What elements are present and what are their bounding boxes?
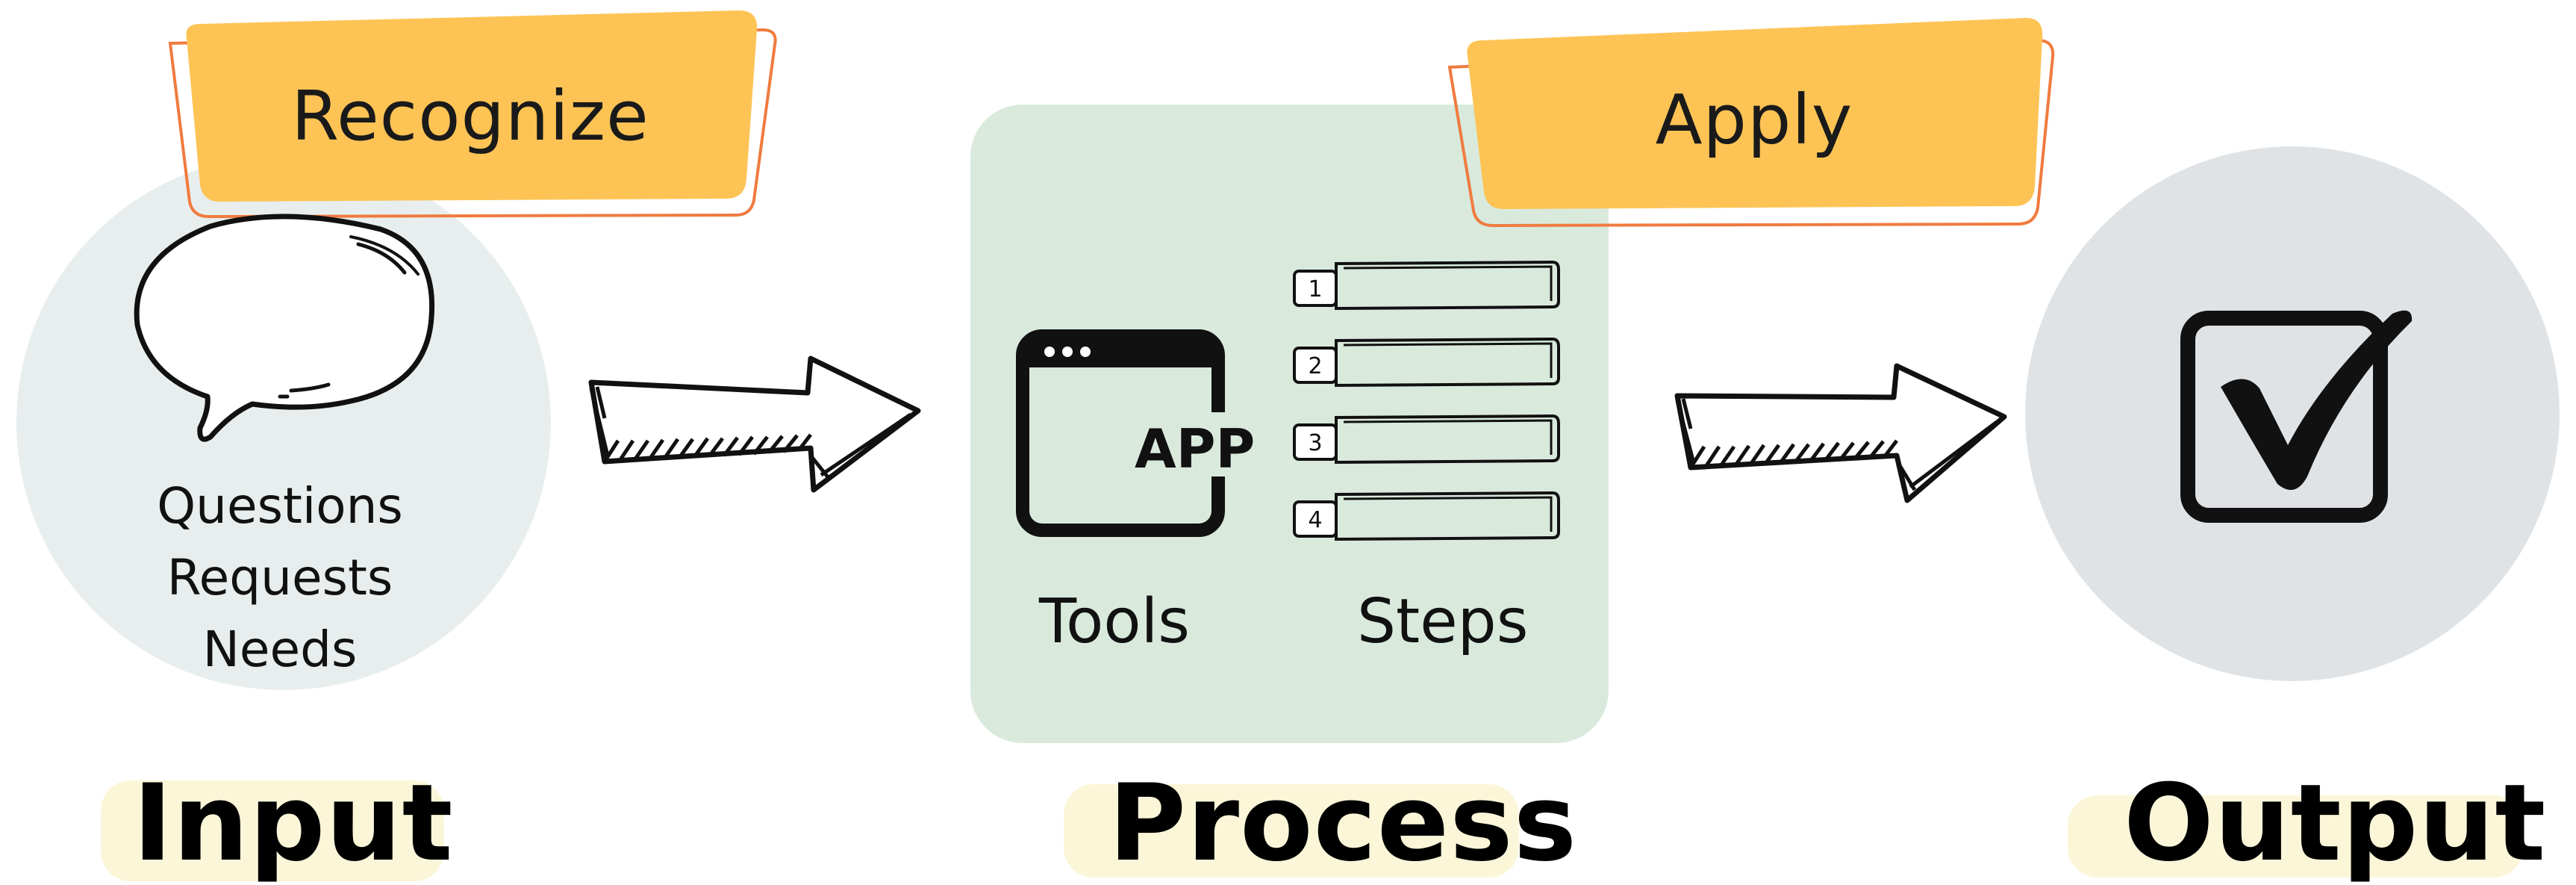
step-number-1: 1 xyxy=(1308,276,1322,302)
checkbox-checked-icon xyxy=(2180,310,2413,523)
process-label-highlight xyxy=(1064,784,1519,878)
input-item-needs: Needs xyxy=(202,621,358,678)
step-number-4: 4 xyxy=(1308,507,1322,533)
arrow-right-icon xyxy=(1674,363,2007,503)
step-2: 2 xyxy=(1293,337,1560,388)
apply-tag: Apply xyxy=(1471,49,2038,190)
output-circle xyxy=(2025,146,2560,681)
arrow-right-icon xyxy=(588,355,921,493)
step-number-3: 3 xyxy=(1308,430,1322,456)
input-item-requests: Requests xyxy=(166,549,393,606)
recognize-tag-shape xyxy=(168,10,777,219)
input-label-highlight xyxy=(101,780,444,881)
process-label: Process xyxy=(1108,762,1578,885)
tools-caption: Tools xyxy=(1039,586,1190,657)
app-icon-text: APP xyxy=(1135,417,1255,480)
output-label-highlight xyxy=(2068,795,2523,878)
input-items: Questions Requests Needs xyxy=(105,471,455,686)
step-3: 3 xyxy=(1293,414,1560,465)
apply-tag-shape xyxy=(1447,18,2055,228)
step-number-2: 2 xyxy=(1308,353,1322,379)
recognize-tag-label: Recognize xyxy=(291,75,649,156)
speech-bubble-icon xyxy=(134,214,435,442)
step-4: 4 xyxy=(1293,491,1560,541)
steps-caption: Steps xyxy=(1357,586,1529,657)
step-1: 1 xyxy=(1293,260,1560,311)
output-label: Output xyxy=(2124,762,2547,885)
recognize-tag: Recognize xyxy=(187,45,754,187)
apply-tag-label: Apply xyxy=(1655,79,1853,160)
input-item-questions: Questions xyxy=(157,477,403,535)
input-label: Input xyxy=(133,762,454,885)
app-window-icon: APP xyxy=(1016,329,1262,537)
